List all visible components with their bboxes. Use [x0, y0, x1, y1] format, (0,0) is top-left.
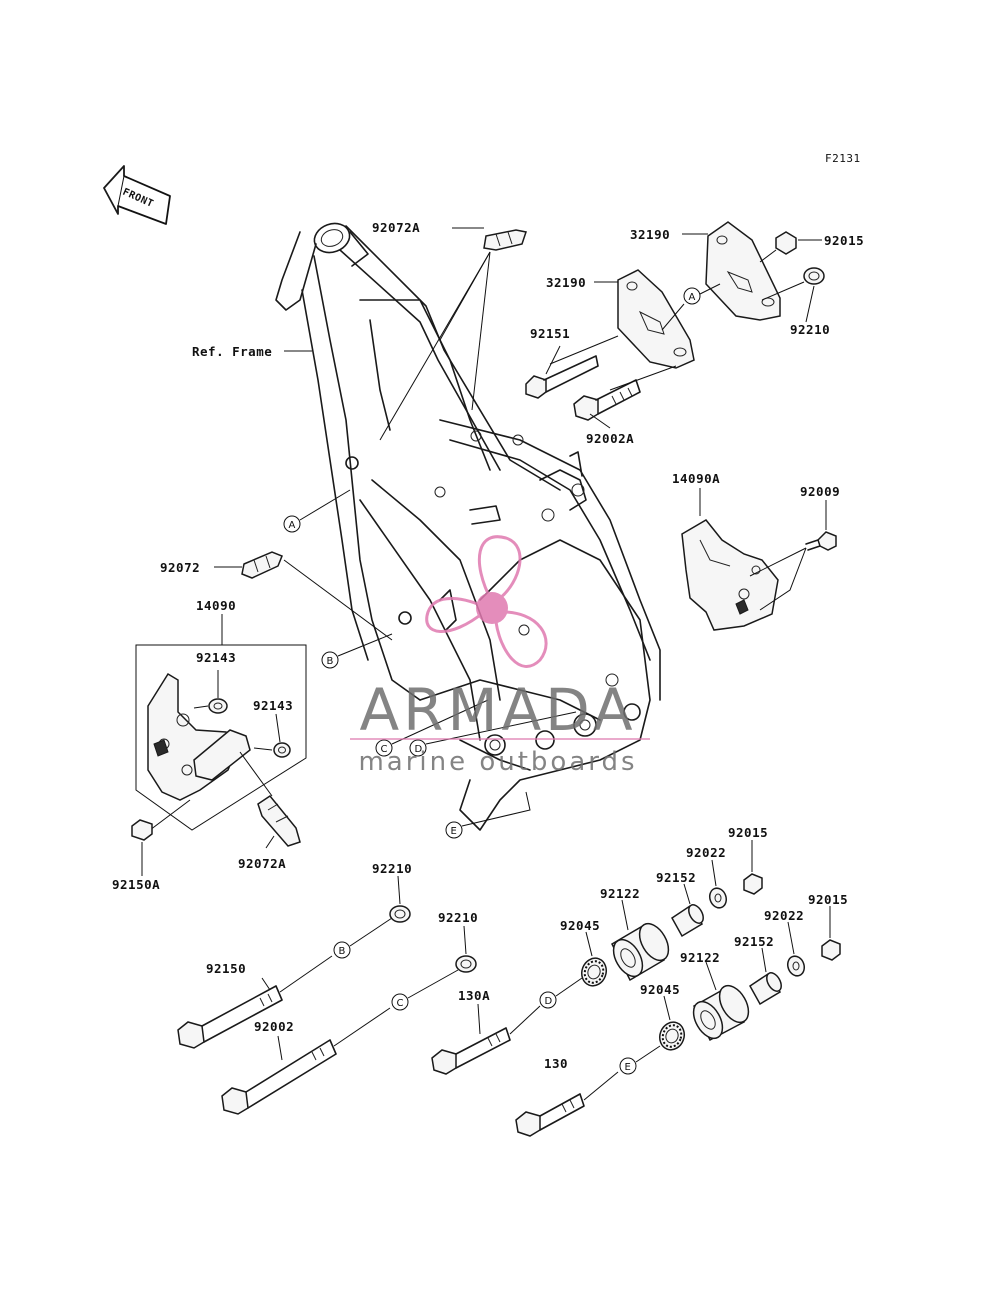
watermark-brand: ARMADA	[359, 676, 636, 744]
callout-e-frame: E	[445, 821, 463, 839]
watermark-tagline: marine outboards	[358, 747, 637, 777]
label-92015-b: 92015	[808, 892, 848, 907]
callout-c-bolt: C	[391, 993, 409, 1011]
nut-92015-a	[743, 873, 763, 895]
sleeve-92152-b	[749, 972, 782, 1006]
label-92045-b: 92045	[640, 982, 680, 997]
bolt-92151	[525, 355, 599, 399]
label-92150A: 92150A	[112, 877, 160, 892]
label-92151: 92151	[530, 326, 570, 341]
propeller-logo-icon	[425, 535, 548, 668]
bolt-92150A	[131, 819, 153, 841]
collar-92210-b	[389, 905, 411, 923]
bolt-92009	[805, 531, 837, 551]
callout-b-frame: B	[321, 651, 339, 669]
grommet-92143-a	[208, 698, 228, 714]
nut-92015-b	[821, 939, 841, 961]
label-92022-b: 92022	[764, 908, 804, 923]
label-92072A-bottom: 92072A	[238, 856, 286, 871]
label-92150: 92150	[206, 961, 246, 976]
engine-bracket-assembly	[525, 221, 825, 429]
svg-text:C: C	[397, 998, 404, 1009]
label-32190-mid: 32190	[546, 275, 586, 290]
label-92210-top: 92210	[790, 322, 830, 337]
label-130: 130	[544, 1056, 568, 1071]
label-130A: 130A	[458, 988, 490, 1003]
label-14090: 14090	[196, 598, 236, 613]
clip-92072A-bottom	[257, 794, 301, 847]
label-92210-b: 92210	[372, 861, 412, 876]
svg-text:E: E	[625, 1062, 631, 1073]
grommet-92143-b	[273, 742, 291, 758]
label-92072A-top: 92072A	[372, 220, 420, 235]
label-92002: 92002	[254, 1019, 294, 1034]
spacer-92122-a	[611, 922, 670, 982]
label-92015-a: 92015	[728, 825, 768, 840]
label-ref-frame: Ref. Frame	[192, 344, 272, 359]
svg-text:A: A	[289, 520, 296, 531]
svg-text:C: C	[381, 744, 388, 755]
engine-bracket-mid	[617, 269, 695, 369]
label-92143-b: 92143	[253, 698, 293, 713]
callout-c-frame: C	[375, 739, 393, 757]
label-92022-a: 92022	[686, 845, 726, 860]
washer-92022-b	[786, 955, 806, 977]
svg-text:D: D	[545, 996, 553, 1007]
clip-92072	[241, 551, 283, 579]
bearing-92045-a	[580, 957, 608, 987]
label-92009: 92009	[800, 484, 840, 499]
bearing-92045-b	[658, 1021, 686, 1051]
label-92122-b: 92122	[680, 950, 720, 965]
armada-watermark: ARMADA marine outboards	[350, 535, 650, 777]
frame-guard-14090A	[681, 519, 779, 631]
callout-e-bolt: E	[619, 1057, 637, 1075]
label-92015-top: 92015	[824, 233, 864, 248]
svg-text:B: B	[339, 946, 346, 957]
spacer-92122-b	[692, 984, 750, 1042]
callout-d-bolt: D	[539, 991, 557, 1009]
label-32190-top: 32190	[630, 227, 670, 242]
collar-92210-c	[455, 955, 477, 973]
bolt-130	[515, 1093, 585, 1137]
callout-b-bolt: B	[333, 941, 351, 959]
bolt-92002A	[573, 379, 641, 421]
front-arrow-icon: FRONT	[103, 165, 171, 225]
bolt-92002	[221, 1039, 337, 1115]
svg-text:B: B	[327, 656, 334, 667]
callout-a-bracket: A	[683, 287, 701, 305]
figure-code: F2131	[825, 152, 861, 165]
svg-text:A: A	[689, 292, 696, 303]
clip-92072A-top	[483, 229, 527, 251]
label-92152-b: 92152	[734, 934, 774, 949]
bolt-130A	[431, 1027, 511, 1075]
label-92210-c: 92210	[438, 910, 478, 925]
label-14090A: 14090A	[672, 471, 720, 486]
sleeve-92152-a	[671, 904, 704, 938]
frame-drawing	[275, 222, 661, 831]
label-92122-a: 92122	[600, 886, 640, 901]
callout-a-frame: A	[283, 515, 301, 533]
nut-92015-top	[775, 231, 797, 255]
label-92002A: 92002A	[586, 431, 634, 446]
label-92143-a: 92143	[196, 650, 236, 665]
svg-text:E: E	[451, 826, 457, 837]
callout-d-frame: D	[409, 739, 427, 757]
collar-92210-top	[803, 267, 825, 285]
engine-bracket-top	[705, 221, 781, 321]
label-92152-a: 92152	[656, 870, 696, 885]
frame-guard-14090-group	[135, 614, 307, 831]
label-92045-a: 92045	[560, 918, 600, 933]
svg-text:D: D	[415, 744, 423, 755]
bolt-92150	[177, 985, 283, 1049]
label-92072: 92072	[160, 560, 200, 575]
washer-92022-a	[708, 887, 728, 909]
